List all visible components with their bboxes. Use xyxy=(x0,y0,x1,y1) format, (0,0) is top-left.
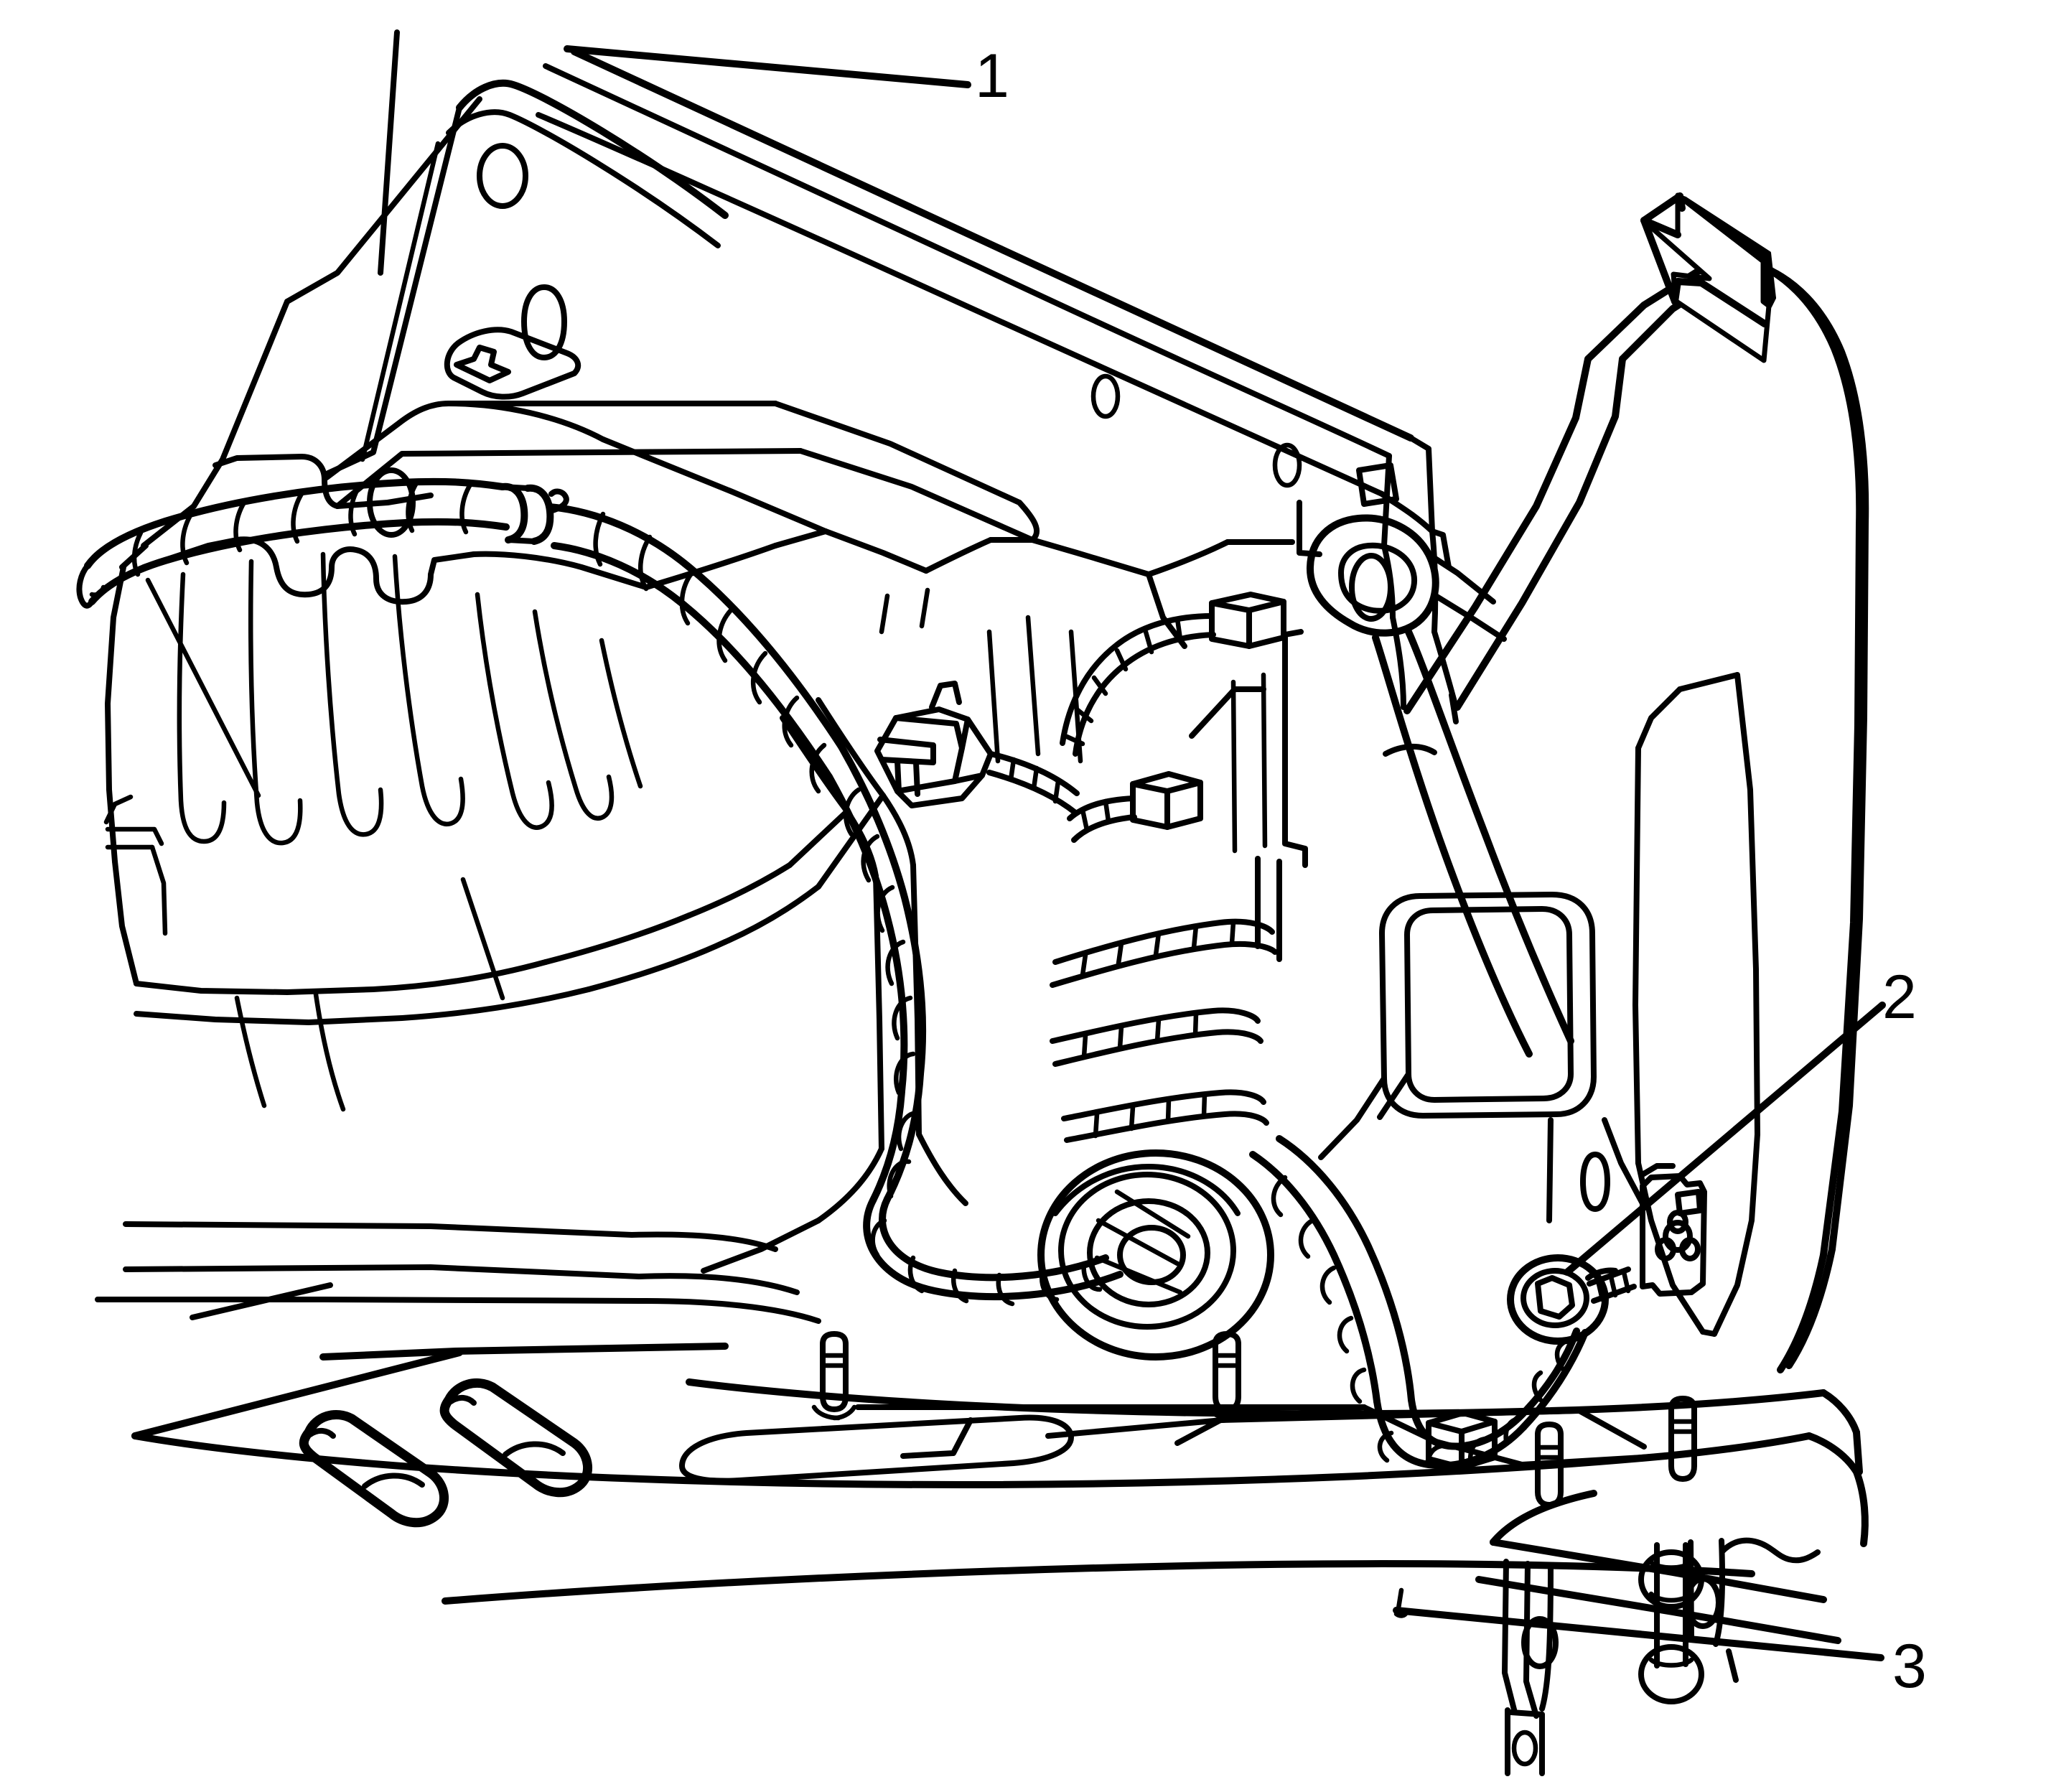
lower-panel-studs xyxy=(811,1331,1697,1508)
bolt-hex-head xyxy=(1535,1275,1575,1320)
callout-3-label: 3 xyxy=(1892,1632,1927,1701)
callout-1-leader xyxy=(564,45,971,88)
panel-aperture-outer xyxy=(1379,892,1597,1119)
branch-wire-a2 xyxy=(986,770,1078,816)
plate-hole-top xyxy=(1667,1210,1688,1234)
callout-1-label: 1 xyxy=(975,42,1009,111)
bracket-round-hole xyxy=(477,143,528,209)
stud-upper-ring xyxy=(1638,1549,1704,1610)
bracket-oval-hole-left xyxy=(1521,1616,1559,1669)
support-rod-grommet xyxy=(1282,500,1574,1058)
rail-hole-a xyxy=(1090,373,1121,419)
grommet-inner-ring xyxy=(1087,1198,1210,1307)
panel-score-lines xyxy=(879,587,1282,962)
rail-end-oval-hole xyxy=(1349,553,1393,622)
cowl-shelf-panel xyxy=(141,327,1295,649)
shelf-oval-hole xyxy=(367,467,416,538)
skirt-hole xyxy=(1511,1730,1538,1767)
bolt-head-outer xyxy=(1521,1268,1589,1328)
stud-lower-ring xyxy=(1638,1644,1704,1704)
ground-stud-bolt[interactable] xyxy=(1507,1254,1637,1345)
right-side-panel xyxy=(1318,255,1869,1373)
bracket-oval-slot xyxy=(521,284,567,360)
alignment-dowel-pins xyxy=(299,1378,593,1528)
wheelhouse-panel xyxy=(103,551,968,1274)
panel-aperture-inner xyxy=(1404,906,1574,1103)
callout-3-leader xyxy=(1393,1607,1884,1661)
branch-wire-a xyxy=(988,751,1080,796)
grommet-mid-ring xyxy=(1058,1172,1236,1330)
rail-square-cutout xyxy=(1356,462,1399,507)
rail-hole-b xyxy=(1272,442,1302,488)
shelf-raised-boss xyxy=(444,327,581,400)
plate-hole-right xyxy=(1679,1237,1701,1261)
panel-oval-slot xyxy=(1580,1152,1610,1212)
callout-2[interactable]: 2 xyxy=(1564,963,1917,1276)
grommet-passthrough xyxy=(1037,1149,1274,1361)
lower-left-ledge xyxy=(95,1221,821,1439)
shelf-recess-dish xyxy=(679,1414,1074,1484)
plate-hole-center xyxy=(1663,1220,1693,1253)
callout-2-leader xyxy=(1564,1002,1886,1276)
lower-skirt-lines xyxy=(442,1560,1755,1776)
callout-1[interactable]: 1 xyxy=(564,42,1009,111)
lower-shelf-panel xyxy=(131,1331,1869,1547)
connector-large xyxy=(874,681,994,808)
orientation-arrow xyxy=(1640,192,1776,363)
grommet-outer-ring xyxy=(1037,1149,1274,1361)
shelf-arrow-mark xyxy=(454,345,511,383)
branch-wire-c xyxy=(1067,795,1136,821)
callout-2-label: 2 xyxy=(1882,963,1917,1032)
branch-wire-c2 xyxy=(1071,814,1137,843)
callout-3[interactable]: 3 xyxy=(1393,1607,1927,1701)
plate-square-notch xyxy=(1675,1189,1703,1216)
